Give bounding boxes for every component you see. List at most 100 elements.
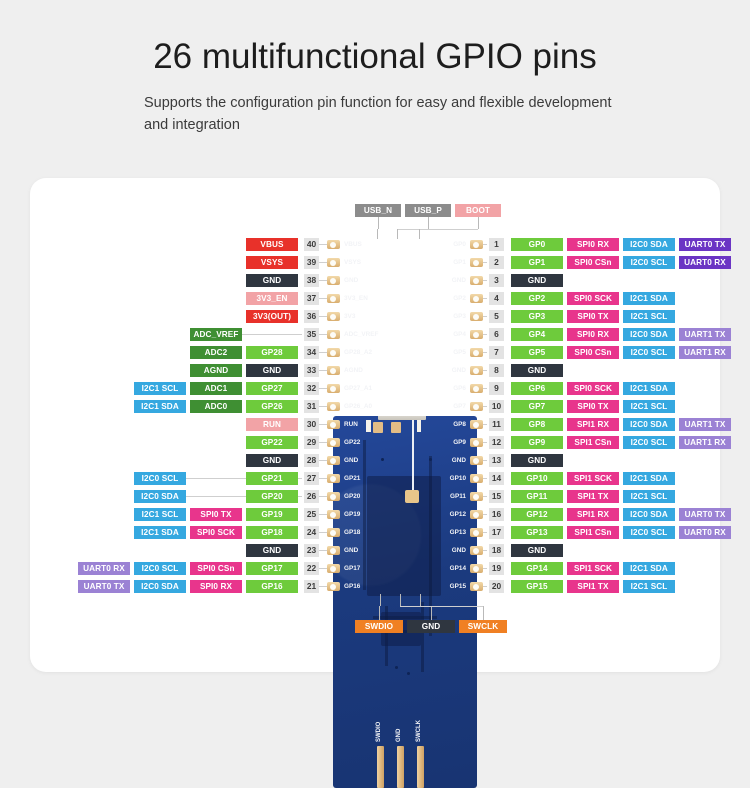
pin-number-27: 27	[304, 472, 319, 485]
pin-label-left-21-1: I2C0 SDA	[134, 580, 186, 593]
lead-line	[186, 496, 302, 497]
lead-line	[400, 606, 431, 607]
board-silk-GP19: GP19	[344, 511, 361, 518]
lead-line	[419, 229, 478, 230]
board-label-gnd: GND	[396, 728, 402, 742]
pin-number-14: 14	[489, 472, 504, 485]
pin-label-right-4-1: SPI0 SCK	[567, 292, 619, 305]
pin-label-right-1-2: I2C0 SDA	[623, 238, 675, 251]
pin-number-19: 19	[489, 562, 504, 575]
board-pad-hole	[330, 349, 336, 356]
board-silk-GND: GND	[451, 547, 466, 554]
board-silk-GND: GND	[344, 547, 359, 554]
pin-number-40: 40	[304, 238, 319, 251]
lead-line	[479, 244, 487, 245]
pin-label-right-11-3: UART1 TX	[679, 418, 731, 431]
lead-line	[186, 478, 302, 479]
board-silk-GP1: GP1	[453, 259, 466, 266]
lead-line	[380, 594, 381, 606]
pin-number-23: 23	[304, 544, 319, 557]
pin-label-right-18-0: GND	[511, 544, 563, 557]
pin-number-16: 16	[489, 508, 504, 521]
lead-line	[319, 532, 331, 533]
pin-label-right-4-0: GP2	[511, 292, 563, 305]
board-silk-GP9: GP9	[453, 439, 466, 446]
lead-line	[319, 568, 331, 569]
board-pad-hole	[473, 403, 479, 410]
board-pad-hole	[473, 259, 479, 266]
pin-label-left-29-3: GP22	[246, 436, 298, 449]
pin-number-38: 38	[304, 274, 319, 287]
pin-label-right-7-3: UART1 RX	[679, 346, 731, 359]
lead-line	[479, 424, 487, 425]
board-label-swdio: SWDIO	[376, 721, 382, 742]
board-silk-GP8: GP8	[453, 421, 466, 428]
lead-line	[479, 550, 487, 551]
board-silk-GP21: GP21	[344, 475, 361, 482]
board-pad-hole	[330, 295, 336, 302]
lead-line	[479, 532, 487, 533]
pin-label-left-27-1: I2C0 SCL	[134, 472, 186, 485]
board-silk-GP18: GP18	[344, 529, 361, 536]
lead-line	[431, 606, 432, 620]
board-pad-hole	[330, 439, 336, 446]
board-silk-3V3: 3V3	[344, 313, 356, 320]
pin-number-21: 21	[304, 580, 319, 593]
pin-label-right-20-2: I2C1 SCL	[623, 580, 675, 593]
lead-line	[319, 514, 331, 515]
pin-label-right-19-0: GP14	[511, 562, 563, 575]
board-label-swclk: SWCLK	[416, 720, 422, 742]
lead-line	[479, 568, 487, 569]
pin-number-13: 13	[489, 454, 504, 467]
pico-board: SWDIO GND SWCLK	[333, 416, 477, 788]
pin-label-right-15-2: I2C1 SCL	[623, 490, 675, 503]
lead-line	[378, 217, 379, 229]
lead-line	[479, 586, 487, 587]
pin-number-22: 22	[304, 562, 319, 575]
pin-label-left-32-2: ADC1	[190, 382, 242, 395]
board-silk-GP16: GP16	[344, 583, 361, 590]
pin-number-9: 9	[489, 382, 504, 395]
board-pad-hole	[473, 529, 479, 536]
lead-line	[319, 460, 331, 461]
pin-label-right-9-2: I2C1 SDA	[623, 382, 675, 395]
pin-number-34: 34	[304, 346, 319, 359]
board-silk-GP4: GP4	[453, 331, 466, 338]
pin-label-left-38-3: GND	[246, 274, 298, 287]
pin-number-2: 2	[489, 256, 504, 269]
top-label-USB_P: USB_P	[405, 204, 451, 217]
board-silk-ADC_VREF: ADC_VREF	[344, 331, 379, 338]
pin-number-28: 28	[304, 454, 319, 467]
lead-line	[319, 424, 331, 425]
pin-number-12: 12	[489, 436, 504, 449]
board-silk-GP3: GP3	[453, 313, 466, 320]
board-silk-GND: GND	[451, 367, 466, 374]
lead-line	[419, 229, 420, 239]
lead-line	[420, 606, 483, 607]
pin-label-right-16-1: SPI1 RX	[567, 508, 619, 521]
pin-number-18: 18	[489, 544, 504, 557]
lead-line	[319, 280, 331, 281]
pin-label-left-31-1: I2C1 SDA	[134, 400, 186, 413]
pin-label-right-19-2: I2C1 SDA	[623, 562, 675, 575]
lead-line	[319, 244, 331, 245]
board-silk-GND: GND	[344, 277, 359, 284]
lead-line	[479, 388, 487, 389]
board-pad-hole	[473, 367, 479, 374]
pin-label-left-34-2: ADC2	[190, 346, 242, 359]
board-silk-GP20: GP20	[344, 493, 361, 500]
pin-label-right-17-3: UART0 RX	[679, 526, 731, 539]
pin-label-left-25-3: GP19	[246, 508, 298, 521]
board-pad-hole	[330, 475, 336, 482]
board-silk-GP7: GP7	[453, 403, 466, 410]
pin-label-left-22-3: GP17	[246, 562, 298, 575]
lead-line	[479, 514, 487, 515]
pin-label-right-7-0: GP5	[511, 346, 563, 359]
pin-label-right-20-0: GP15	[511, 580, 563, 593]
board-silk-GP12: GP12	[449, 511, 466, 518]
board-pad-hole	[473, 583, 479, 590]
board-silk-GND: GND	[344, 457, 359, 464]
pin-label-right-6-1: SPI0 RX	[567, 328, 619, 341]
pin-label-left-37-3: 3V3_EN	[246, 292, 298, 305]
pin-label-right-16-0: GP12	[511, 508, 563, 521]
